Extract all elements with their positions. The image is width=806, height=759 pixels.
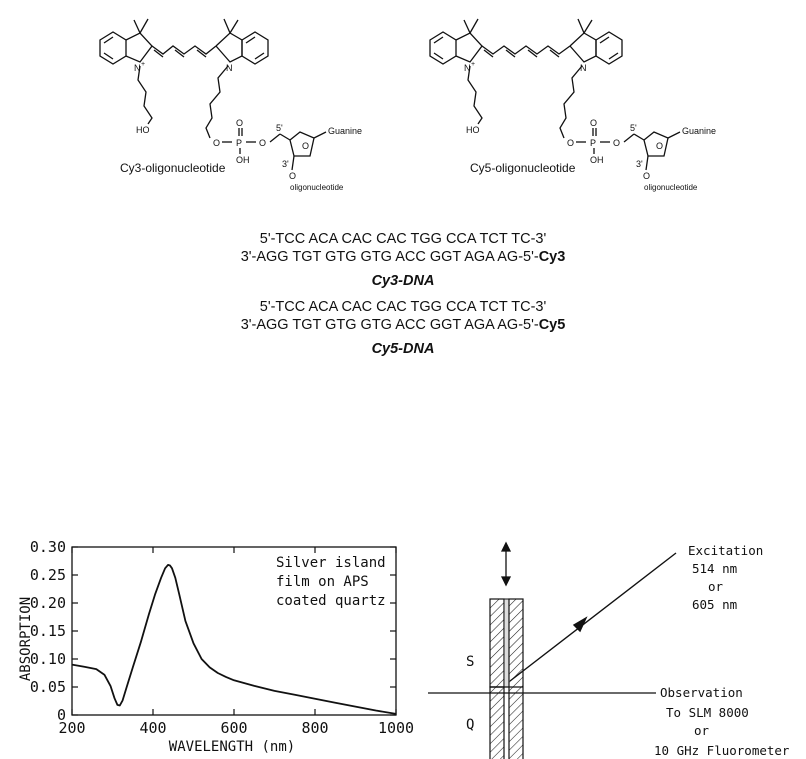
cy5-oligo: oligonucleotide: [644, 183, 698, 192]
cy3-o-sub: O: [289, 171, 296, 181]
cy3-oh: OH: [236, 155, 250, 165]
y-tick-label: 0.15: [30, 622, 66, 640]
cy3-seq-dye: Cy3: [538, 249, 566, 265]
observation-title: Observation: [660, 685, 743, 700]
cy5-o4: O: [656, 141, 663, 151]
cy5-p: P: [590, 138, 596, 148]
cy3-n: N: [226, 63, 233, 73]
cy5-o1: O: [567, 138, 574, 148]
cy5-structure: [429, 18, 681, 171]
x-tick-label: 1000: [378, 719, 414, 737]
cy3-5prime: 5': [276, 123, 283, 133]
cy5-dna-label: Cy5-DNA: [371, 341, 435, 357]
cy3-3prime: 3': [282, 159, 289, 169]
slide-s: [489, 598, 505, 688]
cy3-p: P: [236, 138, 242, 148]
cy5-seq-dye: Cy5: [538, 317, 566, 333]
x-tick-label: 600: [220, 719, 247, 737]
cy5-caption: Cy5-oligonucleotide: [470, 161, 576, 175]
excitation-title: Excitation: [688, 543, 763, 558]
chart-series: [71, 564, 397, 715]
cy3-plus: +: [141, 61, 145, 68]
cy3-caption: Cy3-oligonucleotide: [120, 161, 226, 175]
annotation-line: Silver island: [276, 555, 386, 571]
cy3-guanine: Guanine: [328, 126, 362, 136]
cy3-o2: O: [236, 118, 243, 128]
cy5-3prime: 3': [636, 159, 643, 169]
cy5-guanine: Guanine: [682, 126, 716, 136]
annotation-line: film on APS: [276, 574, 369, 590]
cy3-structure: [99, 18, 327, 171]
x-tick-label: 400: [139, 719, 166, 737]
y-tick-label: 0.20: [30, 594, 66, 612]
label-q: Q: [466, 717, 474, 733]
excitation-or: or: [708, 579, 724, 594]
y-tick-label: 0: [57, 706, 66, 724]
cy3-n-plus: N: [134, 63, 141, 73]
y-tick-label: 0.25: [30, 566, 66, 584]
cy3-seq-bottom: 3'-AGG TGT GTG GTG ACC GGT AGA AG-5'-Cy3: [0, 248, 806, 266]
cy5-atom-labels: N + N HO O P O OH O 5' O Guanine 3' O ol…: [464, 61, 716, 192]
cy5-n: N: [580, 63, 587, 73]
cy5-seq-bottom: 3'-AGG TGT GTG GTG ACC GGT AGA AG-5'-Cy5: [0, 316, 806, 334]
structures-figure: N + N HO O P O OH O 5' O Guanine 3' O ol…: [99, 18, 716, 192]
series-line: [71, 564, 397, 715]
y-tick-label: 0.10: [30, 650, 66, 668]
cy3-ho: HO: [136, 125, 150, 135]
cy3-oligo: oligonucleotide: [290, 183, 344, 192]
y-tick-label: 0.30: [30, 538, 66, 556]
double-arrow-icon: [500, 541, 512, 587]
y-axis-label: ABSORPTION: [18, 597, 34, 681]
cy3-o4: O: [302, 141, 309, 151]
setup-diagram: S Q Excitation 514 nm or 605 nm Observat…: [428, 541, 790, 759]
chart-axes: [71, 546, 397, 716]
slide-q: [508, 598, 524, 759]
x-tick-label: 200: [58, 719, 85, 737]
x-tick-label: 800: [301, 719, 328, 737]
cy5-seq-top: 5'-TCC ACA CAC CAC TGG CCA TCT TC-3': [259, 299, 547, 315]
cy3-seq-bottom-text: 3'-AGG TGT GTG GTG ACC GGT AGA AG-5'-: [240, 249, 539, 265]
annotation-line: coated quartz: [276, 593, 386, 609]
excitation-605: 605 nm: [692, 597, 737, 612]
cy5-o2: O: [590, 118, 597, 128]
absorption-chart: ABSORPTION WAVELENGTH (nm) Silver island…: [18, 538, 414, 755]
cy5-o3: O: [613, 138, 620, 148]
cy5-n-plus: N: [464, 63, 471, 73]
plot-frame: [71, 546, 397, 716]
cy5-seq-bottom-text: 3'-AGG TGT GTG GTG ACC GGT AGA AG-5'-: [240, 317, 539, 333]
slide-s-lower: [489, 686, 505, 759]
cy3-o3: O: [259, 138, 266, 148]
cy3-atom-labels: N + N HO O P O OH O 5' O Guanine 3' O ol…: [134, 61, 362, 192]
y-tick-label: 0.05: [30, 678, 66, 696]
cy5-ho: HO: [466, 125, 480, 135]
observation-fluorometer: 10 GHz Fluorometer: [654, 743, 790, 758]
cy5-oh: OH: [590, 155, 604, 165]
cy5-5prime: 5': [630, 123, 637, 133]
cy5-plus: +: [471, 61, 475, 68]
label-s: S: [466, 654, 474, 670]
x-axis-label: WAVELENGTH (nm): [169, 739, 295, 755]
cy3-seq-top: 5'-TCC ACA CAC CAC TGG CCA TCT TC-3': [259, 231, 547, 247]
slide-film: [503, 598, 510, 688]
excitation-arrow: [509, 552, 677, 682]
chart-ticks: 200 400 600 800 1000 0 0.05 0.10 0.15 0.20 0.25 0.3…: [30, 538, 414, 737]
observation-or: or: [694, 723, 710, 738]
cy5-o-sub: O: [643, 171, 650, 181]
chart-annotation: Silver island film on APS coated quartz: [276, 555, 386, 609]
sequence-block: 5'-TCC ACA CAC CAC TGG CCA TCT TC-3' 3'-…: [0, 230, 806, 358]
cy3-dna-label: Cy3-DNA: [371, 273, 435, 289]
cy3-o1: O: [213, 138, 220, 148]
excitation-514: 514 nm: [692, 561, 737, 576]
observation-slm: To SLM 8000: [666, 705, 749, 720]
